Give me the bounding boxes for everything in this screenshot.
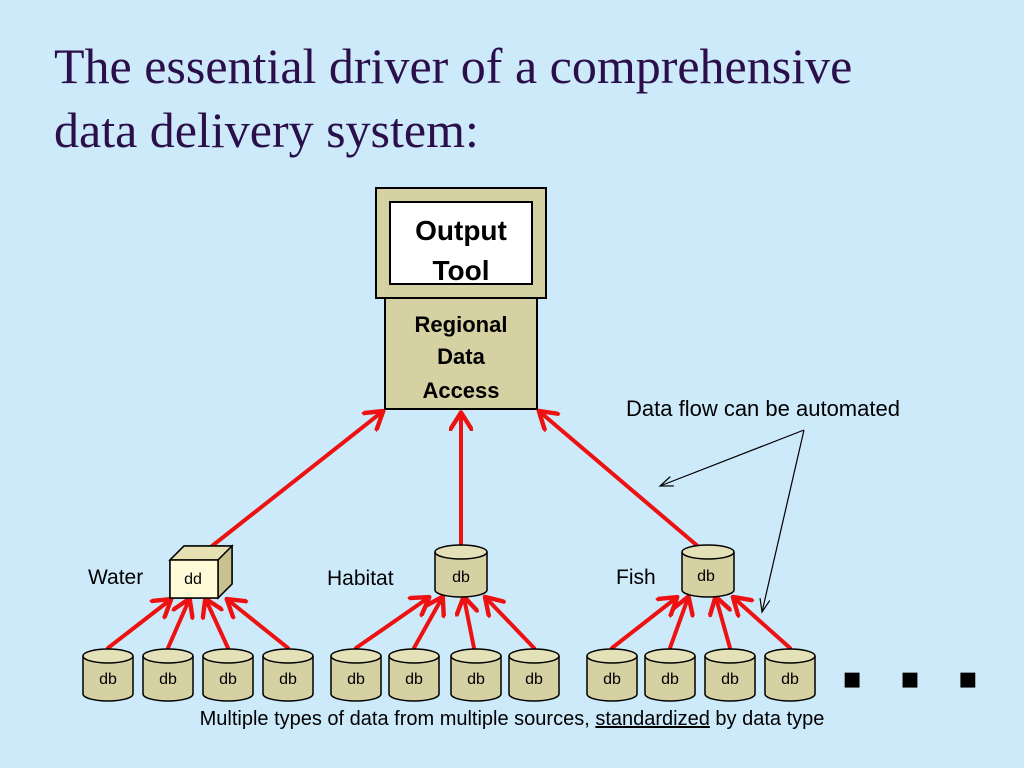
source-db-cylinder: db — [704, 648, 756, 702]
regional-data-access-box: Regional Data Access — [384, 297, 538, 410]
source-db-label: db — [467, 671, 485, 688]
source-db-cylinder: db — [586, 648, 638, 702]
habitat-source-arrow-3 — [464, 598, 474, 650]
caption-after: by data type — [709, 708, 825, 730]
habitat-source-arrow-4 — [486, 598, 536, 650]
habitat-source-arrow-2 — [412, 598, 442, 650]
regional-line-2: Data — [437, 344, 485, 369]
source-db-label: db — [603, 671, 621, 688]
fish-source-arrow-2 — [668, 598, 688, 650]
water-node-label: dd — [184, 571, 202, 588]
source-db-label: db — [781, 671, 799, 688]
fish-source-arrow-1 — [610, 598, 676, 650]
water-source-arrow-2 — [166, 600, 189, 650]
regional-line-3: Access — [422, 378, 499, 403]
caption-underlined: standardized — [595, 708, 710, 730]
source-db-label: db — [99, 671, 117, 688]
water-label: Water — [88, 566, 143, 589]
fish-source-arrow-4 — [734, 598, 792, 650]
source-db-cylinder: db — [142, 648, 194, 702]
annotation-arrow-down — [759, 429, 805, 614]
annotation-arrow-left — [658, 429, 805, 487]
source-db-cylinder: db — [388, 648, 440, 702]
source-databases: db db db db db db db db db db db db — [82, 648, 816, 702]
habitat-node-label: db — [452, 569, 470, 586]
source-db-cylinder: db — [82, 648, 134, 702]
lower-arrows — [106, 598, 792, 650]
output-tool-line-2: Tool — [432, 255, 489, 286]
source-db-cylinder: db — [450, 648, 502, 702]
title-line-1: The essential driver of a comprehensive — [54, 38, 853, 94]
source-db-label: db — [279, 671, 297, 688]
source-db-label: db — [721, 671, 739, 688]
regional-line-1: Regional — [415, 312, 508, 337]
caption-before: Multiple types of data from multiple sou… — [199, 708, 596, 730]
more-sources-ellipsis: ▪ ▪ ▪ — [842, 661, 992, 696]
output-tool-line-1: Output — [415, 215, 507, 246]
source-db-label: db — [661, 671, 679, 688]
fish-to-regional-arrow — [540, 412, 702, 550]
source-db-cylinder: db — [764, 648, 816, 702]
output-tool-monitor: Output Tool — [375, 187, 547, 299]
fish-node-label: db — [697, 568, 715, 585]
source-db-label: db — [159, 671, 177, 688]
habitat-label: Habitat — [327, 567, 394, 590]
water-source-arrow-1 — [106, 600, 170, 650]
fish-label: Fish — [616, 566, 656, 589]
fish-source-arrow-3 — [716, 598, 730, 650]
source-db-label: db — [219, 671, 237, 688]
automation-annotation: Data flow can be automated — [626, 396, 900, 421]
source-db-cylinder: db — [644, 648, 696, 702]
fish-db-cylinder: db — [681, 544, 735, 598]
source-db-label: db — [347, 671, 365, 688]
water-dd-cube: dd — [168, 544, 234, 600]
water-source-arrow-3 — [206, 600, 230, 650]
water-to-regional-arrow — [210, 412, 382, 548]
diagram-caption: Multiple types of data from multiple sou… — [0, 708, 1024, 731]
source-db-cylinder: db — [202, 648, 254, 702]
source-db-label: db — [405, 671, 423, 688]
title-line-2: data delivery system: — [54, 102, 479, 158]
source-db-cylinder: db — [508, 648, 560, 702]
habitat-db-cylinder: db — [434, 544, 488, 598]
source-db-cylinder: db — [262, 648, 314, 702]
source-db-label: db — [525, 671, 543, 688]
annotation-arrows — [658, 429, 805, 614]
water-source-arrow-4 — [228, 600, 290, 650]
habitat-source-arrow-1 — [354, 598, 428, 650]
upper-arrows — [210, 412, 702, 550]
source-db-cylinder: db — [330, 648, 382, 702]
page-title: The essential driver of a comprehensive … — [54, 34, 1014, 162]
